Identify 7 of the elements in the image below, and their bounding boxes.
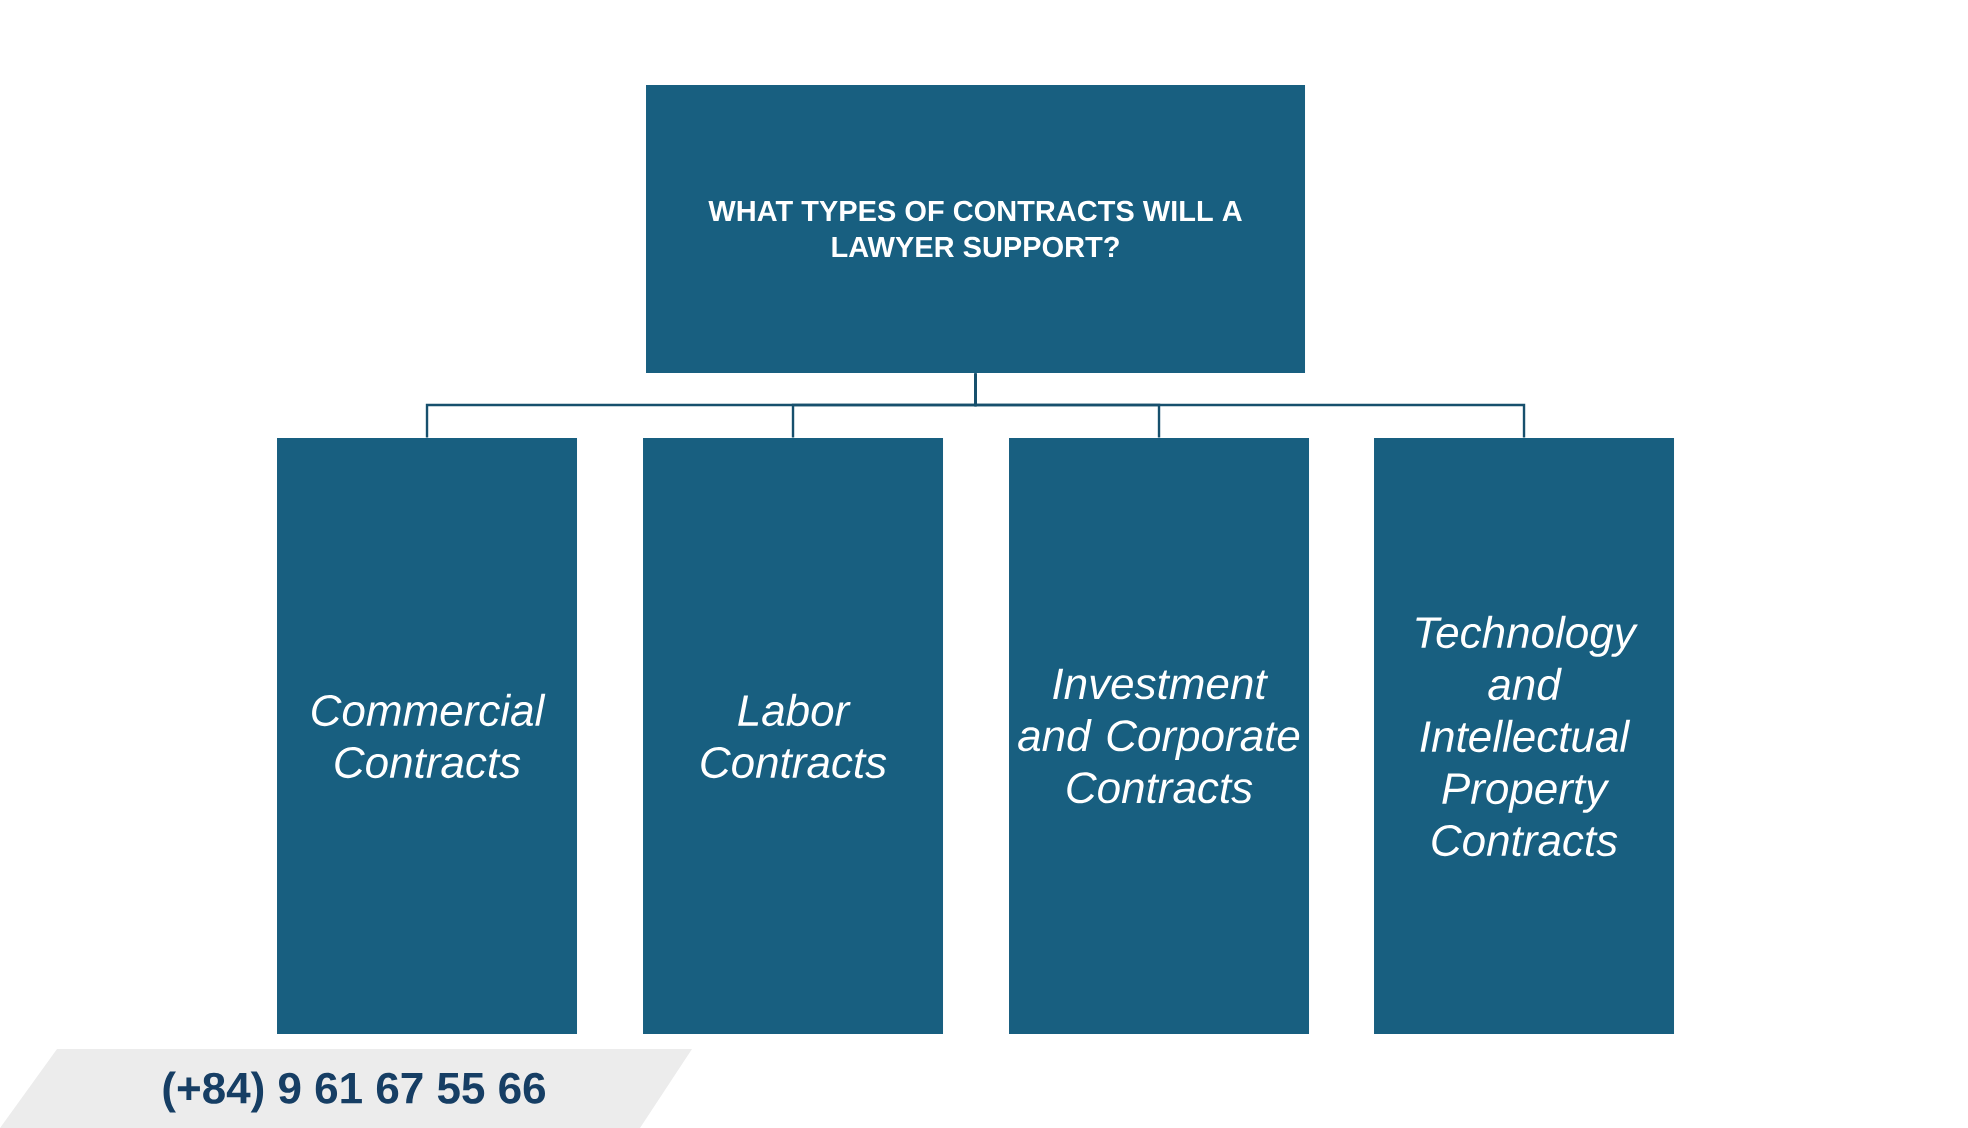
heading-box: WHAT TYPES OF CONTRACTS WILL A LAWYER SUPPORT? [646, 85, 1305, 373]
category-box: Labor Contracts [643, 438, 943, 1034]
connector-line [974, 373, 1526, 438]
category-box: Commercial Contracts [277, 438, 577, 1034]
category-box: Technology and Intellectual Property Contracts [1374, 438, 1674, 1034]
phone-number: (+84) 9 61 67 55 66 [0, 1049, 692, 1128]
category-box: Investment and Corporate Contracts [1009, 438, 1309, 1034]
